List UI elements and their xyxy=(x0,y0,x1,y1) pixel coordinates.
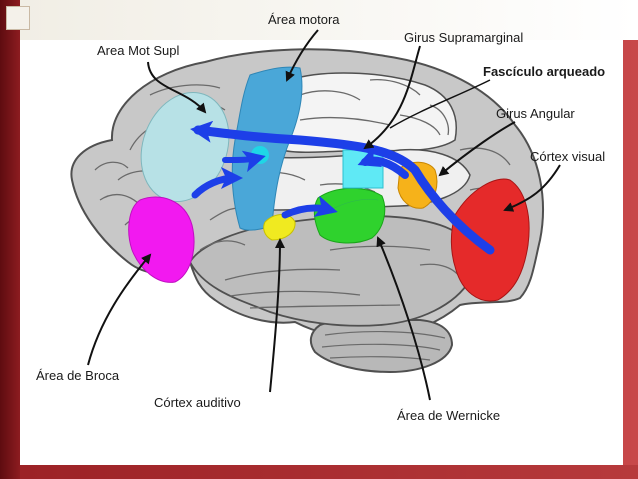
pointer-area-wernicke xyxy=(376,236,431,401)
label-girus-angular: Girus Angular xyxy=(496,106,575,121)
slide-left-band xyxy=(0,0,20,479)
pointer-cortex-visual xyxy=(503,164,561,212)
pointer-fasciculo-arqueado xyxy=(389,79,491,129)
label-area-motora: Área motora xyxy=(268,12,340,27)
pointer-area-mot-supl xyxy=(147,61,207,114)
label-cortex-auditivo: Córtex auditivo xyxy=(154,395,241,410)
fasciculo-arqueado-arrows xyxy=(190,120,495,255)
label-fasciculo-arqueado: Fascículo arqueado xyxy=(483,64,606,79)
pointer-cortex-auditivo xyxy=(269,238,285,393)
area-wernicke-region xyxy=(313,187,386,244)
slide-corner-notch xyxy=(6,6,30,30)
pointer-area-broca xyxy=(87,253,152,366)
label-area-broca: Área de Broca xyxy=(36,368,120,383)
girus-supramarginal-region xyxy=(342,149,384,189)
slide-top-strip xyxy=(20,0,638,40)
label-area-wernicke: Área de Wernicke xyxy=(397,408,501,423)
slide-bottom-strip xyxy=(20,465,638,479)
label-girus-supramarginal: Girus Supramarginal xyxy=(404,30,524,45)
pointer-girus-supramarginal xyxy=(363,45,421,150)
label-area-mot-supl: Area Mot Supl xyxy=(97,43,180,58)
label-cortex-visual: Córtex visual xyxy=(530,149,606,164)
pointer-girus-angular xyxy=(438,121,516,177)
pointer-area-motora xyxy=(285,29,319,82)
label-pointers xyxy=(87,29,561,401)
